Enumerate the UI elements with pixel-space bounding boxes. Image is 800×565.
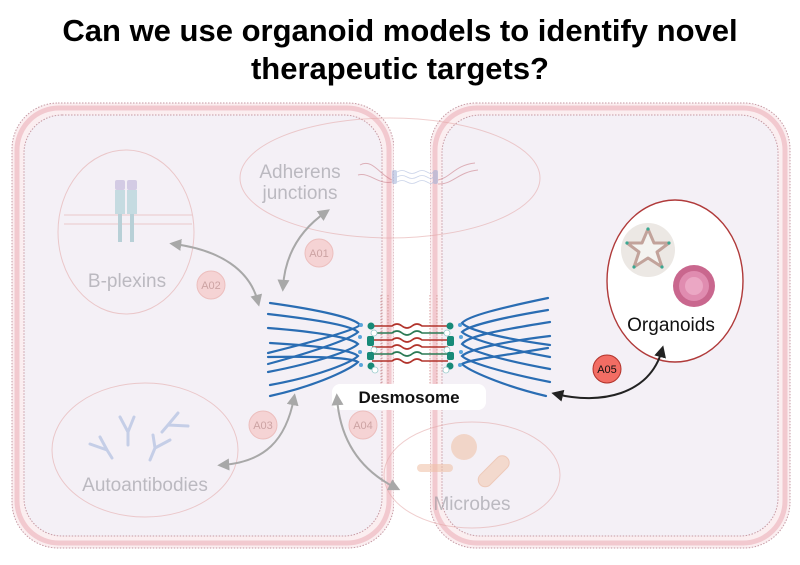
arrow-a01 — [277, 209, 330, 292]
plexin-receptor-icon — [115, 180, 137, 242]
antibody-icons — [88, 411, 190, 462]
badge-a05[interactable]: A05 — [592, 354, 622, 384]
adherens-junction-icon — [357, 162, 479, 185]
b-plexins-label: B-plexins — [88, 271, 166, 292]
badge-a01-label: A01 — [309, 248, 329, 260]
badge-a02-label: A02 — [201, 280, 221, 292]
adherens-label-line-2: junctions — [262, 183, 338, 204]
microbes-label: Microbes — [433, 494, 510, 515]
autoantibodies-label: Autoantibodies — [82, 475, 208, 496]
node-microbes[interactable]: Microbes — [383, 421, 561, 529]
title-line-1: Can we use organoid models to identify n… — [62, 13, 738, 48]
microbe-icons — [417, 434, 510, 488]
keratin-filaments-left — [266, 301, 362, 398]
link-arrows — [169, 209, 666, 491]
desmosomal-plaque-left — [358, 322, 379, 374]
desmosomal-cadherins — [372, 323, 448, 364]
page-title: Can we use organoid models to identify n… — [0, 12, 800, 88]
intercellular-space — [394, 120, 430, 540]
organoid-icon-1 — [621, 223, 675, 277]
node-b-plexins[interactable]: B-plexins — [57, 149, 195, 315]
node-autoantibodies[interactable]: Autoantibodies — [51, 382, 239, 518]
badge-a04-label: A04 — [353, 420, 373, 432]
arrow-a05 — [551, 345, 666, 402]
organoids-label: Organoids — [627, 315, 715, 336]
title-line-2: therapeutic targets? — [250, 51, 549, 86]
organoid-icon-2 — [673, 265, 715, 307]
badge-a03-label: A03 — [253, 420, 273, 432]
badge-a03[interactable]: A03 — [248, 410, 278, 440]
node-adherens-junctions[interactable]: Adherens junctions — [239, 117, 541, 239]
badge-a02[interactable]: A02 — [196, 270, 226, 300]
keratin-filaments-right — [460, 296, 552, 398]
arrow-a02 — [169, 238, 263, 307]
node-organoids[interactable]: Organoids — [606, 199, 744, 363]
desmosome-label: Desmosome — [358, 388, 459, 407]
desmosomal-plaque-right — [442, 322, 463, 374]
badge-a05-label: A05 — [597, 364, 617, 376]
badge-a04[interactable]: A04 — [348, 410, 378, 440]
arrow-a04 — [331, 393, 401, 491]
arrow-a03 — [217, 393, 299, 471]
badge-a01[interactable]: A01 — [304, 238, 334, 268]
adherens-label-line-1: Adherens — [259, 162, 340, 183]
